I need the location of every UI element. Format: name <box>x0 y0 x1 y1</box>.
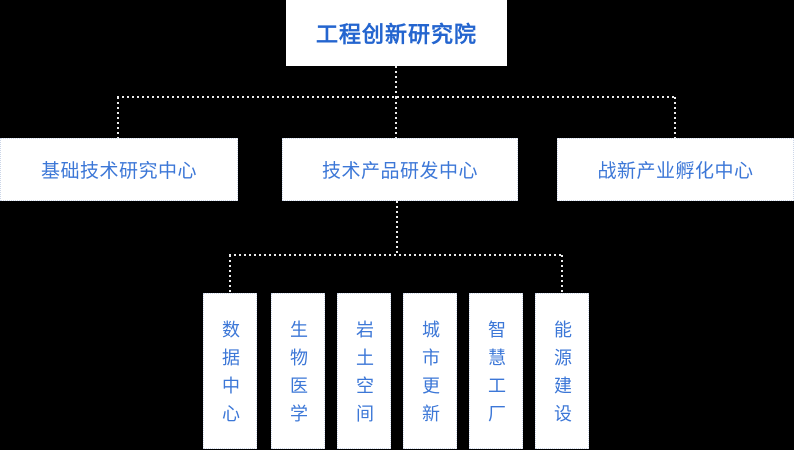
connector-drop-incubation <box>674 97 676 139</box>
node-basic-tech-center: 基础技术研究中心 <box>0 138 238 201</box>
node-basic-tech-center-label: 基础技术研究中心 <box>40 161 197 182</box>
node-urban-renewal: 城市更新 <box>403 293 457 449</box>
connector-drop-basic-tech <box>117 97 119 139</box>
node-energy-construction-label: 能源建设 <box>552 320 572 432</box>
connector-product-rd-trunk <box>396 201 398 255</box>
node-product-rd-center: 技术产品研发中心 <box>282 138 518 201</box>
connector-drop-product-rd <box>395 97 397 139</box>
node-smart-factory: 智慧工厂 <box>469 293 523 449</box>
node-urban-renewal-label: 城市更新 <box>420 320 440 432</box>
node-institute: 工程创新研究院 <box>286 0 507 66</box>
node-biomedicine: 生物医学 <box>271 293 325 449</box>
node-geotech-space: 岩土空间 <box>337 293 391 449</box>
node-smart-factory-label: 智慧工厂 <box>486 320 506 432</box>
node-biomedicine-label: 生物医学 <box>288 320 308 432</box>
connector-drop-data-center <box>229 255 231 294</box>
connector-drop-energy <box>561 255 563 294</box>
connector-level3-rail <box>229 254 563 256</box>
connector-level2-rail <box>117 96 677 98</box>
node-industry-incubation-center: 战新产业孵化中心 <box>557 138 794 201</box>
node-geotech-space-label: 岩土空间 <box>354 320 374 432</box>
node-data-center: 数据中心 <box>203 293 257 449</box>
node-energy-construction: 能源建设 <box>535 293 589 449</box>
connector-root-trunk <box>395 66 397 97</box>
node-product-rd-center-label: 技术产品研发中心 <box>321 161 478 182</box>
node-institute-label: 工程创新研究院 <box>315 22 477 47</box>
node-industry-incubation-center-label: 战新产业孵化中心 <box>597 161 754 182</box>
node-data-center-label: 数据中心 <box>220 320 240 432</box>
